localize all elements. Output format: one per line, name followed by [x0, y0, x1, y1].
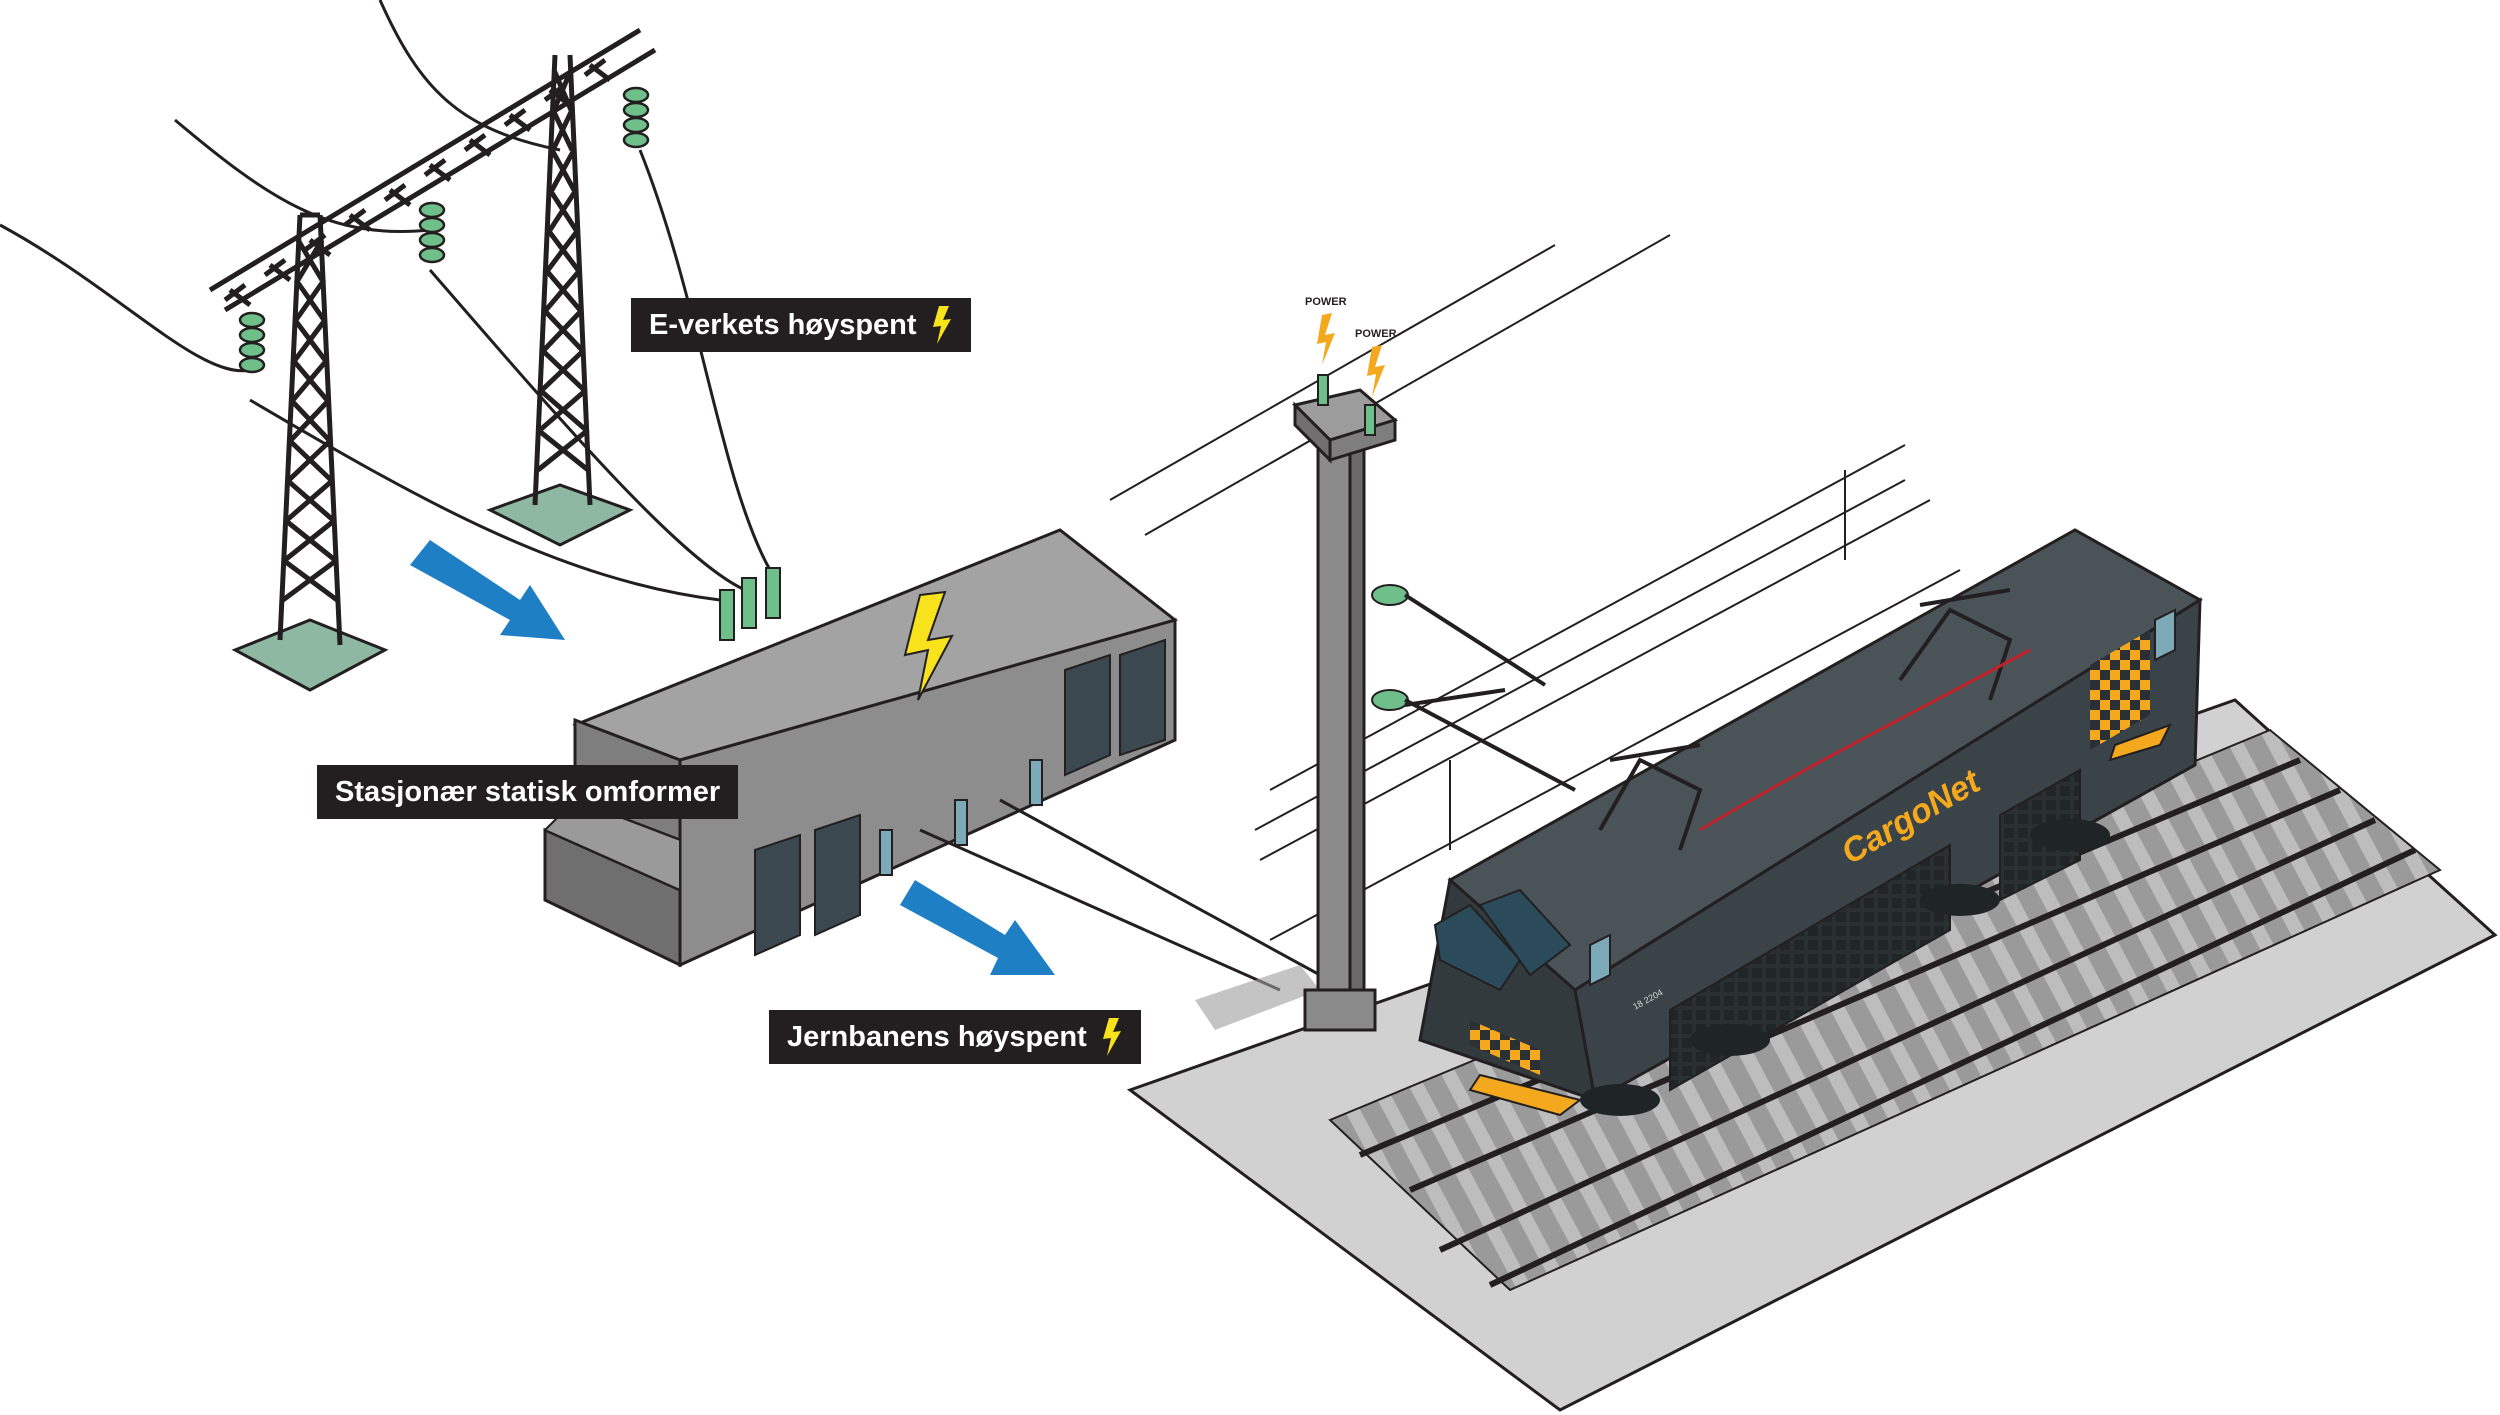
grid-power-lines [0, 0, 772, 602]
insulator [238, 311, 266, 374]
converter-building [543, 528, 1178, 968]
catenary-mast [1195, 374, 1576, 1032]
power-tag: POWER [1305, 296, 1347, 308]
lightning-bolt-icon [1367, 345, 1385, 397]
label-text: Jernbanens høyspent [787, 1021, 1087, 1053]
power-tag: POWER [1355, 328, 1397, 340]
pylon-right [486, 54, 634, 547]
label-railway-high-voltage: Jernbanens høyspent [769, 1010, 1141, 1064]
insulator [622, 86, 650, 149]
lightning-bolt-icon [903, 590, 954, 701]
lightning-bolt-icon [1317, 313, 1335, 365]
lightning-bolt-icon [1102, 1018, 1121, 1056]
locomotive [1418, 528, 2203, 1117]
label-static-converter: Stasjonær statisk omformer [317, 765, 739, 819]
flow-arrow-icon [900, 880, 1055, 975]
insulators [238, 86, 650, 374]
pylon-cross-arm [208, 27, 657, 313]
label-text: Stasjonær statisk omformer [335, 776, 721, 808]
pylon-left [231, 212, 389, 692]
track-bed [1126, 698, 2498, 1412]
label-text: E-verkets høyspent [649, 309, 917, 341]
railway-feeder-cables [919, 798, 1321, 992]
lightning-bolt-icon [932, 306, 951, 344]
flow-arrow-icon [410, 540, 565, 640]
insulator [418, 201, 446, 264]
label-grid-high-voltage: E-verkets høyspent [631, 298, 971, 352]
